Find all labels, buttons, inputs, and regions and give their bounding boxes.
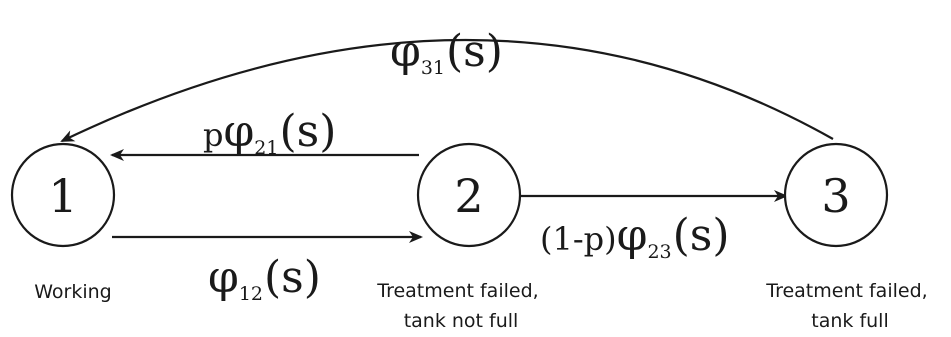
rate-12-argument: (s) [264, 252, 321, 303]
rate-23-symbol: φ [617, 210, 648, 261]
state-number-2: 2 [454, 169, 483, 223]
rate-label-31: φ31(s) [390, 26, 503, 79]
state-node-3: 3 [783, 142, 889, 248]
rate-23-prefix: (1-p) [540, 220, 617, 258]
state-number-1: 1 [48, 169, 77, 223]
rate-31-argument: (s) [446, 26, 503, 77]
rate-31-symbol: φ [390, 26, 421, 77]
state-label-3: Treatment failed, tank full [765, 280, 933, 332]
state-label-3-line-1: Treatment failed, [765, 280, 927, 302]
state-node-2: 2 [416, 142, 522, 248]
state-label-2: Treatment failed, tank not full [376, 280, 544, 332]
state-circle-3 [783, 142, 889, 248]
rate-23-argument: (s) [673, 210, 730, 261]
rate-21-subscript: 21 [254, 137, 278, 159]
state-number-3: 3 [821, 169, 850, 223]
state-circle-1 [10, 142, 116, 248]
rate-label-23: (1-p)φ23(s) [540, 210, 730, 263]
rate-31-subscript: 31 [421, 57, 445, 79]
state-label-3-line-2: tank full [811, 310, 888, 332]
rate-label-12: φ12(s) [208, 252, 321, 305]
rate-21-prefix: p [203, 116, 223, 154]
rate-21-symbol: φ [223, 106, 254, 157]
rate-21-argument: (s) [279, 106, 336, 157]
edge-3-to-1 [60, 38, 834, 142]
rate-12-symbol: φ [208, 252, 239, 303]
state-label-1: Working [34, 281, 112, 303]
state-label-2-line-1: Treatment failed, [376, 280, 538, 302]
rate-label-21: pφ21(s) [203, 106, 336, 159]
state-label-2-line-2: tank not full [404, 310, 519, 332]
state-node-1: 1 [10, 142, 116, 248]
state-circle-2 [416, 142, 522, 248]
state-label-1-line-1: Working [34, 281, 112, 303]
rate-12-subscript: 12 [239, 283, 263, 305]
rate-23-subscript: 23 [647, 241, 671, 263]
